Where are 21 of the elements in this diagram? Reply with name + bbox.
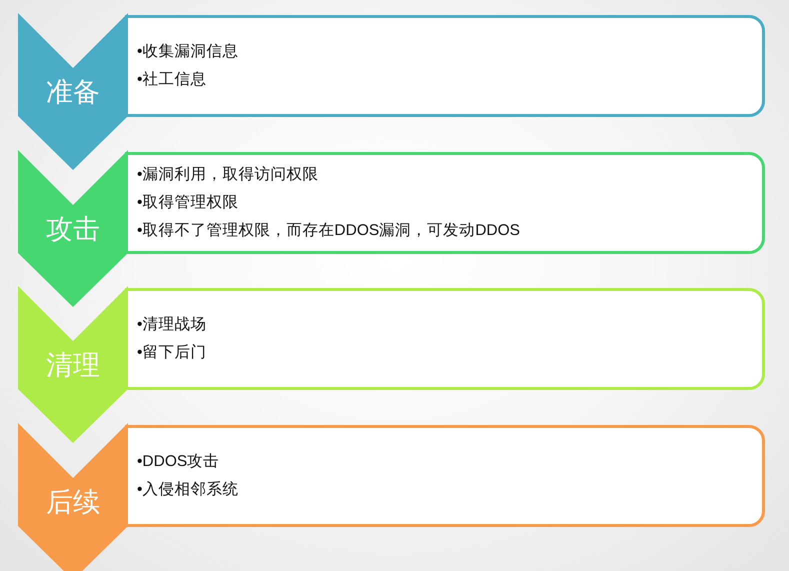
list-item: •社工信息: [137, 70, 206, 90]
chevron-shape: [18, 423, 128, 571]
stage-label: 攻击: [45, 213, 101, 246]
chevron-shape: [18, 150, 128, 307]
list-item: •取得管理权限: [137, 193, 238, 213]
list-item: •入侵相邻系统: [137, 480, 238, 500]
stage-label: 后续: [45, 486, 101, 519]
chevron-shape: [18, 286, 128, 443]
list-item: •收集漏洞信息: [137, 42, 238, 62]
rounded-box: [125, 288, 765, 390]
rounded-box: [125, 425, 765, 527]
list-item: •清理战场: [137, 315, 206, 335]
chevron-shape: [18, 13, 128, 170]
rounded-box: [125, 152, 765, 254]
stage-label: 准备: [45, 76, 101, 109]
list-item: •取得不了管理权限，而存在DDOS漏洞，可发动DDOS: [137, 221, 520, 241]
list-item: •漏洞利用，取得访问权限: [137, 165, 318, 185]
list-item: •留下后门: [137, 343, 206, 363]
rounded-box: [125, 15, 765, 117]
list-item: •DDOS攻击: [137, 452, 220, 472]
stage-label: 清理: [45, 349, 101, 382]
